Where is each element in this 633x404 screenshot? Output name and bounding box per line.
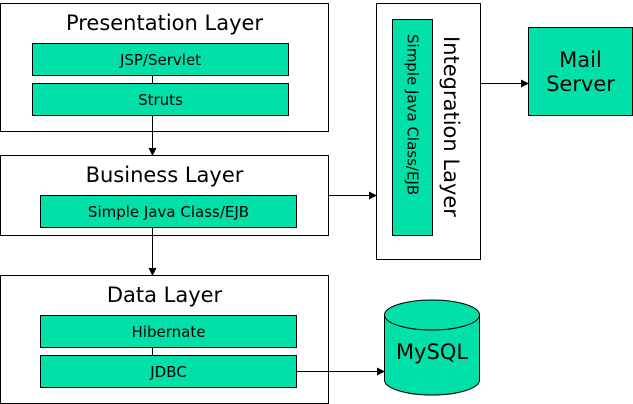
jsp-servlet-component: JSP/Servlet — [32, 43, 289, 76]
mail-server: Mail Server — [528, 27, 633, 116]
business-layer-title: Business Layer — [85, 163, 244, 187]
mysql-label: MySQL — [395, 340, 469, 364]
mail-server-label-line2: Server — [546, 71, 615, 96]
struts-component: Struts — [32, 83, 289, 116]
integration-layer-title: Integration Layer — [439, 36, 463, 217]
business-simple-java-class-component: Simple Java Class/EJB — [40, 195, 297, 228]
integration-simple-java-class-component: Simple Java Class/EJB — [392, 19, 433, 236]
jdbc-component: JDBC — [40, 355, 297, 388]
data-layer-title: Data Layer — [106, 283, 223, 307]
mysql-database-icon — [384, 299, 480, 396]
presentation-layer-title: Presentation Layer — [65, 11, 264, 35]
mail-server-label-line1: Mail — [559, 47, 602, 72]
integration-component-label: Simple Java Class/EJB — [403, 34, 422, 196]
hibernate-component: Hibernate — [40, 315, 297, 348]
